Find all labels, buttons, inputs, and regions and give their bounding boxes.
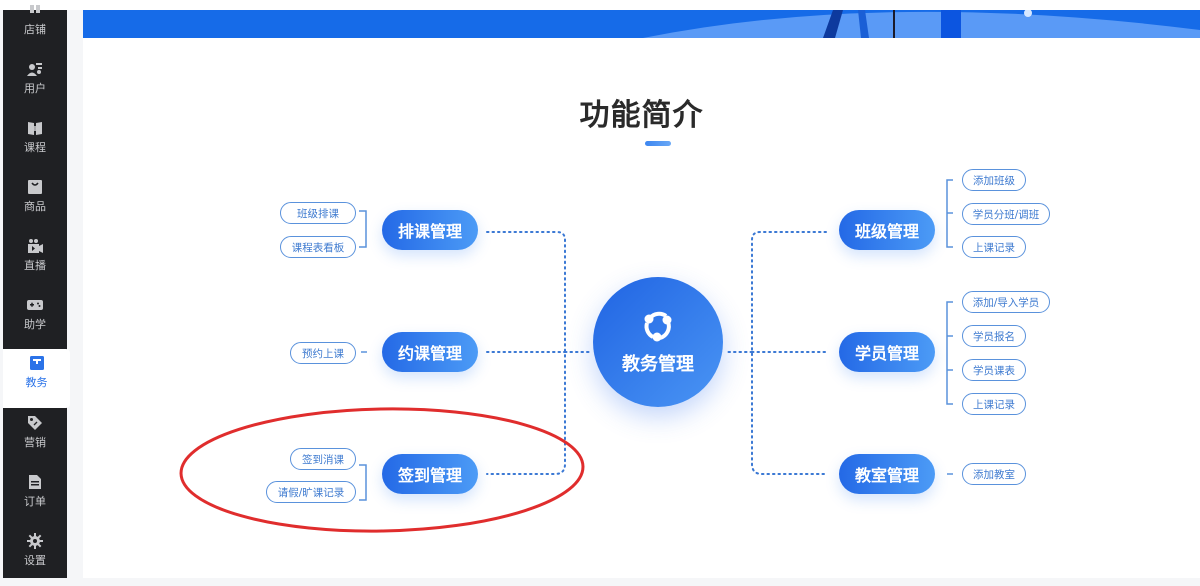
top-strip	[0, 0, 1200, 10]
sidebar-item-academic-affairs[interactable]: 教务	[3, 349, 70, 408]
tag-class-records[interactable]: 上课记录	[962, 236, 1026, 258]
tag-leave-absence-records[interactable]: 请假/旷课记录	[266, 481, 356, 503]
tag-assign-transfer-class[interactable]: 学员分班/调班	[962, 203, 1050, 225]
sidebar-item-products[interactable]: 商品	[3, 173, 67, 232]
tag-add-classroom[interactable]: 添加教室	[962, 463, 1026, 485]
sidebar-item-label: 助学	[24, 318, 46, 331]
share-nodes-icon	[644, 311, 672, 342]
gear-icon	[27, 533, 43, 549]
main-content: 功能简介 排课管理 班级排课 课程表看板 约课管理 预约上课 签到管理 签到消课…	[83, 10, 1200, 578]
checkin-management-node[interactable]: 签到管理	[382, 454, 478, 494]
sidebar: 店铺 用户 课程 商品 直播 助学 教务 营销 订单 设置	[3, 5, 70, 578]
tag-student-timetable[interactable]: 学员课表	[962, 359, 1026, 381]
video-camera-icon	[27, 238, 43, 254]
class-management-node[interactable]: 班级管理	[839, 210, 935, 250]
sidebar-item-label: 设置	[24, 554, 46, 567]
academic-affairs-center-node[interactable]: 教务管理	[593, 277, 723, 407]
sidebar-item-label: 营销	[24, 436, 46, 449]
sidebar-item-users[interactable]: 用户	[3, 55, 67, 114]
scheduling-management-node[interactable]: 排课管理	[382, 210, 478, 250]
bag-icon	[27, 179, 43, 195]
sidebar-item-orders[interactable]: 订单	[3, 468, 67, 527]
sidebar-item-courses[interactable]: 课程	[3, 114, 67, 173]
title-underline	[645, 141, 671, 146]
tag-student-class-records[interactable]: 上课记录	[962, 393, 1026, 415]
book-icon	[27, 120, 43, 136]
booking-management-node[interactable]: 约课管理	[382, 332, 478, 372]
page-title: 功能简介	[579, 98, 704, 133]
tag-student-enrollment[interactable]: 学员报名	[962, 325, 1026, 347]
center-label: 教务管理	[622, 354, 694, 375]
tag-book-class[interactable]: 预约上课	[290, 342, 356, 364]
sidebar-item-label: 订单	[24, 495, 46, 508]
education-icon	[29, 355, 45, 371]
tag-add-import-students[interactable]: 添加/导入学员	[962, 291, 1050, 313]
sidebar-item-live[interactable]: 直播	[3, 232, 67, 291]
sidebar-item-label: 店铺	[24, 23, 46, 36]
sidebar-item-label: 教务	[25, 376, 48, 389]
sidebar-item-study-assist[interactable]: 助学	[3, 291, 67, 350]
sidebar-item-label: 直播	[24, 259, 46, 272]
tag-icon	[27, 415, 43, 431]
sidebar-item-label: 用户	[24, 82, 46, 95]
sidebar-item-label: 课程	[24, 141, 46, 154]
sidebar-item-store[interactable]: 店铺	[3, 5, 67, 69]
sidebar-item-label: 商品	[24, 200, 46, 213]
document-icon	[27, 474, 43, 490]
store-icon	[27, 2, 43, 18]
tag-class-scheduling[interactable]: 班级排课	[280, 202, 356, 224]
tag-timetable-board[interactable]: 课程表看板	[280, 236, 356, 258]
banner-image	[83, 10, 1200, 38]
gamepad-icon	[27, 297, 43, 313]
tag-add-class[interactable]: 添加班级	[962, 169, 1026, 191]
tag-checkin-consume[interactable]: 签到消课	[290, 448, 356, 470]
sidebar-item-marketing[interactable]: 营销	[3, 409, 67, 468]
student-management-node[interactable]: 学员管理	[839, 332, 935, 372]
sidebar-item-settings[interactable]: 设置	[3, 527, 67, 586]
users-icon	[27, 61, 43, 77]
classroom-management-node[interactable]: 教室管理	[839, 454, 935, 494]
